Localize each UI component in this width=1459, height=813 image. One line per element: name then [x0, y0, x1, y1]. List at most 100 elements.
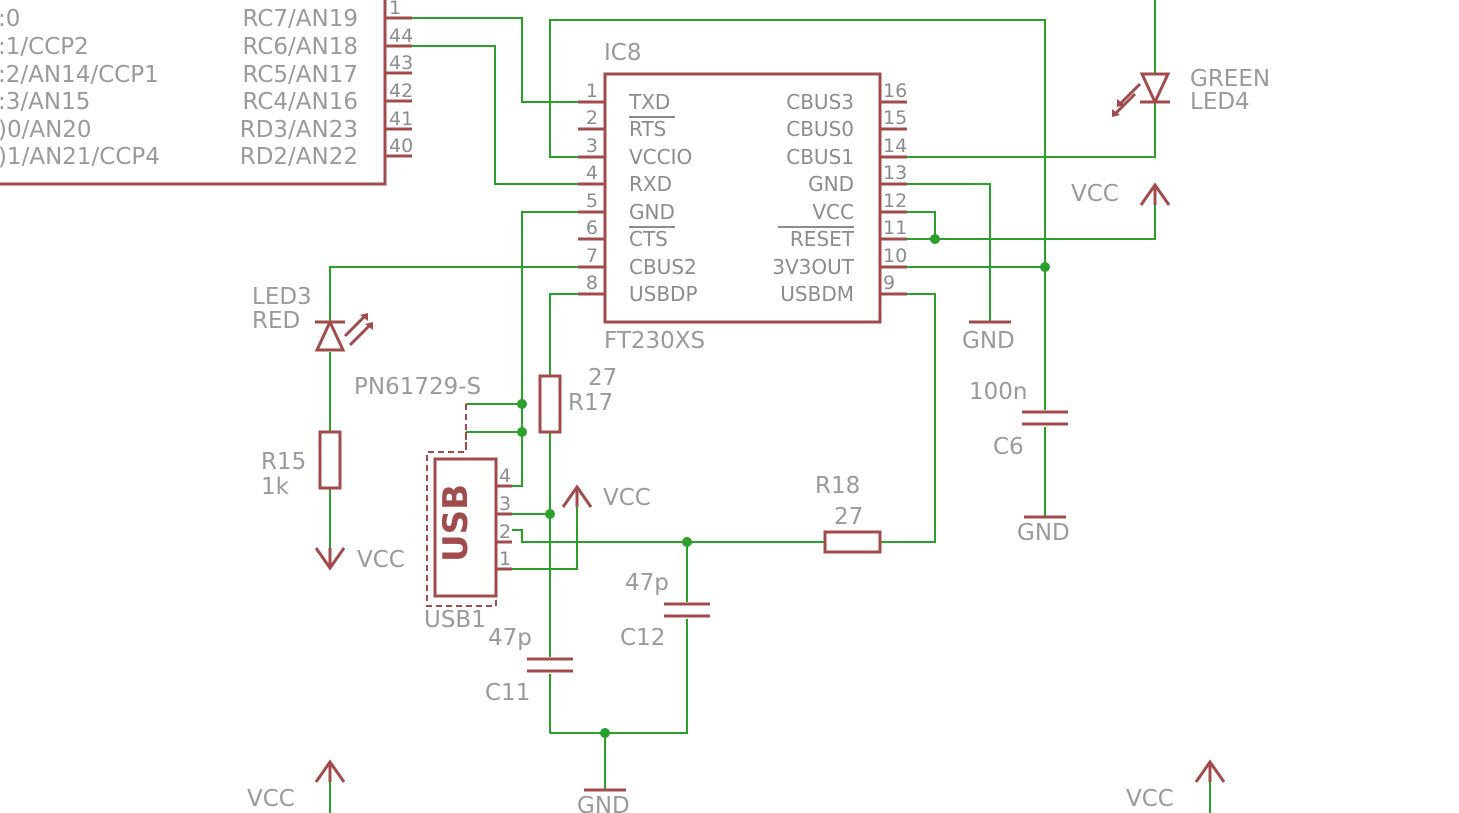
ic-pin-name: RESET: [790, 227, 855, 251]
led4-ref: LED4: [1190, 89, 1250, 115]
mcu-right-pin-label: RC5/AN17: [243, 62, 358, 88]
junction-3v3out: [1040, 262, 1050, 272]
resistor-r18: R18 27: [815, 473, 882, 554]
led3-arrowhead: [365, 322, 373, 330]
led4-arrow: [1119, 82, 1142, 105]
mcu-right-pin-label: RC4/AN16: [243, 89, 358, 115]
led4-green: GREEN LED4: [1112, 66, 1270, 117]
r15-ref: R15: [261, 449, 306, 475]
led4-arrowhead: [1117, 99, 1125, 107]
wire-usbdp: [549, 293, 578, 376]
mcu-pin-stubs: [385, 16, 412, 158]
usb-pin-number: 4: [499, 465, 511, 487]
ic-left-pin-numbers: 1 2 3 4 5 6 7 8: [586, 80, 598, 294]
c11-value: 47p: [488, 625, 532, 651]
r17-ref: R17: [568, 390, 613, 416]
ic-pin-name: GND: [629, 200, 675, 224]
r18-value: 27: [834, 504, 863, 530]
mcu-right-labels: RC7/AN19 RC6/AN18 RC5/AN17 RC4/AN16 RD3/…: [240, 6, 358, 170]
mcu-right-pin-label: RD2/AN22: [240, 144, 358, 170]
ic-ref: IC8: [604, 40, 641, 66]
vcc-symbol-bottom-right: VCC: [1126, 759, 1226, 812]
mcu-right-pin-label: RC7/AN19: [243, 6, 358, 32]
ic-pin-number: 8: [586, 272, 598, 294]
mcu-left-pin-label: :2/AN14/CCP1: [0, 62, 159, 88]
r18-ref: R18: [815, 473, 860, 499]
vcc-symbol-right: VCC: [1071, 181, 1171, 207]
ic-pin-name: TXD: [628, 90, 670, 114]
wire-c12-bottom: [550, 619, 688, 734]
wire-vcc-12: [903, 211, 936, 239]
mcu-left-pin-label: :0: [0, 6, 20, 32]
usb-pin-stubs: [496, 484, 512, 571]
wire-usbdm: [880, 293, 936, 543]
wires: [329, 0, 1211, 813]
junction-dplus: [545, 509, 555, 519]
ic-pin-number: 13: [883, 162, 907, 184]
vcc-label: VCC: [603, 485, 651, 511]
gnd-label: GND: [962, 328, 1015, 354]
ic-left-pin-stubs: [578, 100, 605, 296]
mcu-right-pin-label: RD3/AN23: [240, 117, 358, 143]
mcu-left-pin-label: )0/AN20: [0, 117, 92, 143]
c6-ref: C6: [993, 434, 1024, 460]
vcc-label: VCC: [357, 547, 405, 573]
led3-body: [314, 318, 346, 352]
mcu-pin-number: 44: [389, 25, 413, 47]
ic-pin-number: 2: [586, 107, 598, 129]
led4-arrowhead: [1112, 109, 1120, 117]
resistor-r17: 27 R17: [538, 365, 617, 434]
ic-pin-number: 1: [586, 80, 598, 102]
r17-body: [538, 374, 562, 434]
ic-pin-name: VCCIO: [629, 145, 692, 169]
usb-body: [433, 457, 498, 598]
usb-ref: USB1: [424, 607, 486, 633]
led3-arrowhead: [360, 313, 368, 321]
junction-dminus: [682, 537, 692, 547]
ic-pin-number: 14: [883, 135, 907, 157]
wire-vccio: [549, 19, 1046, 267]
ic-right-pin-names: CBUS3 CBUS0 CBUS1 GND VCC RESET 3V3OUT U…: [772, 90, 855, 306]
ic-pin-number: 9: [883, 272, 895, 294]
led4-body: [1139, 72, 1171, 106]
ic-pin-number: 5: [586, 190, 598, 212]
usb-connector: USB 4 3 2 1 PN61729-S USB1: [354, 374, 512, 633]
vcc-label: VCC: [1071, 181, 1119, 207]
mcu-left-pin-label: :3/AN15: [0, 89, 90, 115]
ic-pin-name: RTS: [629, 117, 666, 141]
ic-pin-number: 11: [883, 217, 907, 239]
ic-pin-name: CBUS2: [629, 255, 697, 279]
ic-pin-number: 3: [586, 135, 598, 157]
ic-pin-number: 6: [586, 217, 598, 239]
ic-pin-name: USBDP: [629, 282, 698, 306]
ic-right-pin-stubs: [880, 100, 907, 296]
mcu-body: [0, 0, 387, 186]
r18-body: [823, 530, 882, 554]
ic-pin-number: 10: [883, 245, 907, 267]
c6-value: 100n: [969, 379, 1027, 405]
ic-pin-number: 12: [883, 190, 907, 212]
capacitor-c11: 47p C11: [485, 625, 573, 706]
vcc-symbol-led3: VCC: [314, 547, 405, 573]
usb-pin-number: 1: [499, 548, 511, 570]
wire-rxd: [412, 45, 578, 185]
usb-pin-number: 3: [499, 493, 511, 515]
mcu-left-pin-label: )1/AN21/CCP4: [0, 144, 160, 170]
c11-ref: C11: [485, 680, 530, 706]
vcc-label: VCC: [247, 786, 295, 812]
ic-body: [603, 72, 882, 324]
led3-label: RED: [252, 308, 300, 334]
ic-value: FT230XS: [604, 328, 705, 354]
ic-pin-name: CBUS3: [786, 90, 854, 114]
mcu-pin-number: 43: [389, 52, 413, 74]
wire-gnd-13: [903, 183, 991, 322]
wire-cbus1-led4: [903, 102, 1156, 158]
capacitor-c6: 100n C6: [969, 379, 1068, 460]
ic-pin-name: VCC: [812, 200, 854, 224]
mcu-left-pin-label: :1/CCP2: [0, 34, 89, 60]
wire-cbus2-led3: [329, 266, 578, 322]
mcu-pin-numbers: 1 44 43 42 41 40: [389, 0, 413, 157]
ic-pin-number: 16: [883, 80, 907, 102]
mcu-pin-number: 42: [389, 80, 413, 102]
